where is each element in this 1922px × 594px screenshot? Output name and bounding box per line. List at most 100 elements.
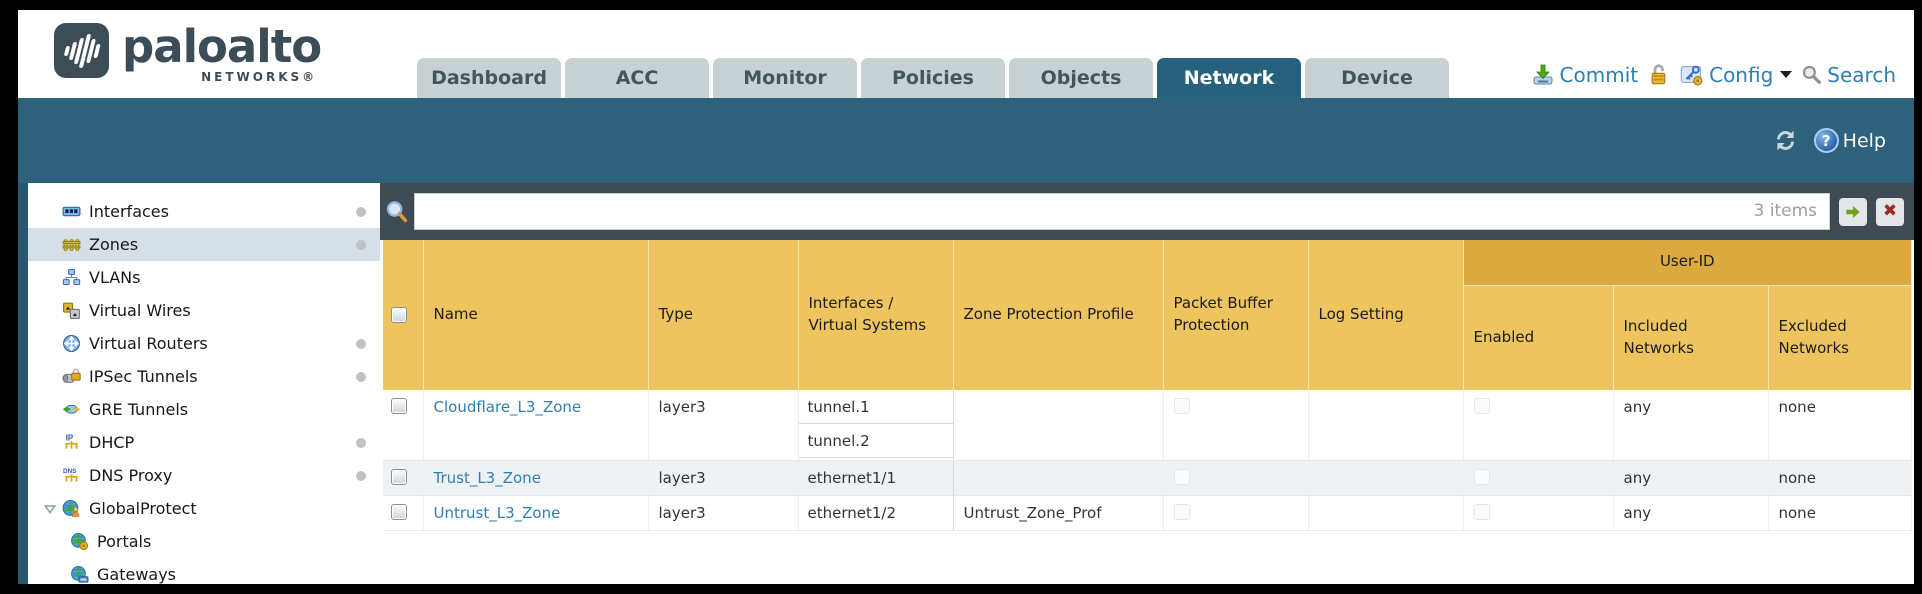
paloalto-logo: paloalto NETWORKS® — [54, 23, 322, 85]
paloalto-logo-icon — [54, 23, 109, 78]
sidebar-item-interfaces[interactable]: Interfaces — [28, 195, 380, 228]
tab-dashboard[interactable]: Dashboard — [417, 58, 561, 98]
gre-tunnels-icon — [62, 404, 81, 414]
green-arrow-icon — [1846, 205, 1860, 218]
tab-policies[interactable]: Policies — [861, 58, 1005, 98]
sidebar-item-virtual-routers[interactable]: Virtual Routers — [28, 327, 380, 360]
commit-button[interactable]: Commit — [1531, 63, 1638, 87]
zone-type: layer3 — [648, 495, 799, 531]
close-icon: ✖ — [1882, 201, 1898, 221]
zone-name-link[interactable]: Untrust_L3_Zone — [433, 503, 561, 522]
filter-bar: 3 items ✖ — [380, 183, 1914, 240]
included-networks: any — [1613, 390, 1769, 461]
sidebar-item-globalprotect[interactable]: GlobalProtect — [28, 492, 380, 525]
excluded-networks: none — [1768, 460, 1912, 496]
column-header-enabled[interactable]: Enabled — [1463, 285, 1614, 390]
zone-type: layer3 — [648, 390, 799, 461]
tab-monitor[interactable]: Monitor — [713, 58, 857, 98]
refresh-icon[interactable] — [1772, 127, 1799, 154]
sidebar-item-portals[interactable]: Portals — [28, 525, 380, 558]
status-dot — [356, 239, 366, 250]
column-header-excluded-networks[interactable]: Excluded Networks — [1768, 285, 1912, 390]
sidebar-item-label: IPSec Tunnels — [89, 367, 198, 386]
zone-name-link[interactable]: Trust_L3_Zone — [433, 468, 541, 487]
row-checkbox[interactable] — [391, 398, 407, 414]
help-button[interactable]: ? Help — [1813, 128, 1886, 153]
sidebar-item-label: VLANs — [89, 268, 141, 287]
user-id-enabled-checkbox[interactable] — [1473, 503, 1490, 520]
row-checkbox[interactable] — [391, 503, 407, 520]
interfaces-icon — [62, 206, 81, 217]
apply-filter-button[interactable] — [1839, 197, 1867, 226]
zones-table: Name Type Interfaces / Virtual Systems Z… — [383, 240, 1912, 531]
svg-text:DNS: DNS — [63, 468, 76, 475]
tab-acc[interactable]: ACC — [565, 58, 709, 98]
column-header-type[interactable]: Type — [648, 240, 799, 390]
sidebar-item-vlans[interactable]: VLANs — [28, 261, 380, 294]
zone-name-link[interactable]: Cloudflare_L3_Zone — [433, 398, 582, 416]
sidebar-item-gateways[interactable]: Gateways — [28, 558, 380, 584]
lock-icon[interactable] — [1647, 63, 1670, 86]
gateways-icon — [71, 566, 89, 583]
status-dot — [356, 437, 366, 448]
tab-objects[interactable]: Objects — [1009, 58, 1153, 98]
included-networks: any — [1613, 460, 1769, 496]
sidebar-item-label: Gateways — [97, 565, 177, 584]
sidebar-item-ipsec-tunnels[interactable]: IPSec Tunnels — [28, 360, 380, 393]
packet-buffer-checkbox[interactable] — [1173, 468, 1190, 485]
expander-triangle-icon[interactable] — [44, 503, 56, 515]
clear-filter-button[interactable]: ✖ — [1876, 197, 1904, 226]
globalprotect-icon — [62, 500, 80, 517]
excluded-networks: none — [1768, 390, 1912, 461]
column-header-log-setting[interactable]: Log Setting — [1308, 240, 1464, 390]
zone-protection-profile — [953, 460, 1164, 496]
ipsec-tunnels-icon — [62, 368, 81, 383]
column-header-name[interactable]: Name — [423, 240, 649, 390]
sidebar-item-virtual-wires[interactable]: Virtual Wires — [28, 294, 380, 327]
sub-header-banner: ? Help — [18, 98, 1914, 183]
sidebar-item-dns-proxy[interactable]: DNS DNS Proxy — [28, 459, 380, 492]
interface-entry: tunnel.1 — [798, 390, 953, 424]
interface-entry: ethernet1/2 — [798, 495, 953, 530]
search-icon — [1803, 65, 1822, 84]
user-id-enabled-checkbox[interactable] — [1473, 468, 1490, 485]
row-checkbox[interactable] — [391, 468, 407, 485]
zone-protection-profile — [953, 390, 1164, 461]
sidebar-item-label: GRE Tunnels — [89, 400, 189, 419]
app-window: paloalto NETWORKS® Dashboard ACC Monitor… — [18, 10, 1914, 584]
sidebar-item-dhcp[interactable]: IP DHCP — [28, 426, 380, 459]
top-header: paloalto NETWORKS® Dashboard ACC Monitor… — [18, 10, 1914, 98]
sidebar-item-label: Interfaces — [89, 202, 169, 221]
column-header-zone-protection-profile[interactable]: Zone Protection Profile — [953, 240, 1164, 390]
help-icon: ? — [1813, 128, 1839, 153]
zone-type: layer3 — [648, 460, 799, 496]
packet-buffer-checkbox[interactable] — [1173, 398, 1190, 414]
select-all-checkbox[interactable] — [391, 307, 407, 323]
zone-protection-profile: Untrust_Zone_Prof — [953, 495, 1164, 531]
sidebar-item-gre-tunnels[interactable]: GRE Tunnels — [28, 393, 380, 426]
excluded-networks: none — [1768, 495, 1912, 531]
network-sidebar: Interfaces Zones — [28, 183, 380, 584]
column-header-packet-buffer-protection[interactable]: Packet Buffer Protection — [1163, 240, 1309, 390]
brand-networks-label: NETWORKS® — [201, 70, 318, 85]
table-row: Trust_L3_Zone layer3 ethernet1/1 any non… — [383, 460, 1912, 496]
log-setting — [1308, 495, 1464, 531]
filter-input[interactable] — [415, 194, 1829, 229]
header-utilities: Commit Config — [1531, 62, 1896, 87]
user-id-enabled-checkbox[interactable] — [1473, 398, 1490, 414]
sidebar-item-label: Virtual Routers — [89, 334, 208, 353]
tab-network[interactable]: Network — [1157, 58, 1301, 98]
column-header-included-networks[interactable]: Included Networks — [1613, 285, 1769, 390]
config-menu[interactable]: Config — [1679, 62, 1793, 87]
packet-buffer-checkbox[interactable] — [1173, 503, 1190, 520]
items-count: 3 items — [1753, 201, 1817, 221]
log-setting — [1308, 390, 1464, 461]
sidebar-item-zones[interactable]: Zones — [28, 228, 380, 261]
interface-entry: tunnel.2 — [798, 424, 953, 458]
column-header-interfaces[interactable]: Interfaces / Virtual Systems — [798, 240, 954, 390]
status-dot — [356, 470, 366, 481]
chevron-down-icon — [1780, 71, 1793, 78]
virtual-wires-icon — [63, 302, 80, 319]
global-search[interactable]: Search — [1801, 63, 1896, 87]
tab-device[interactable]: Device — [1305, 58, 1449, 98]
